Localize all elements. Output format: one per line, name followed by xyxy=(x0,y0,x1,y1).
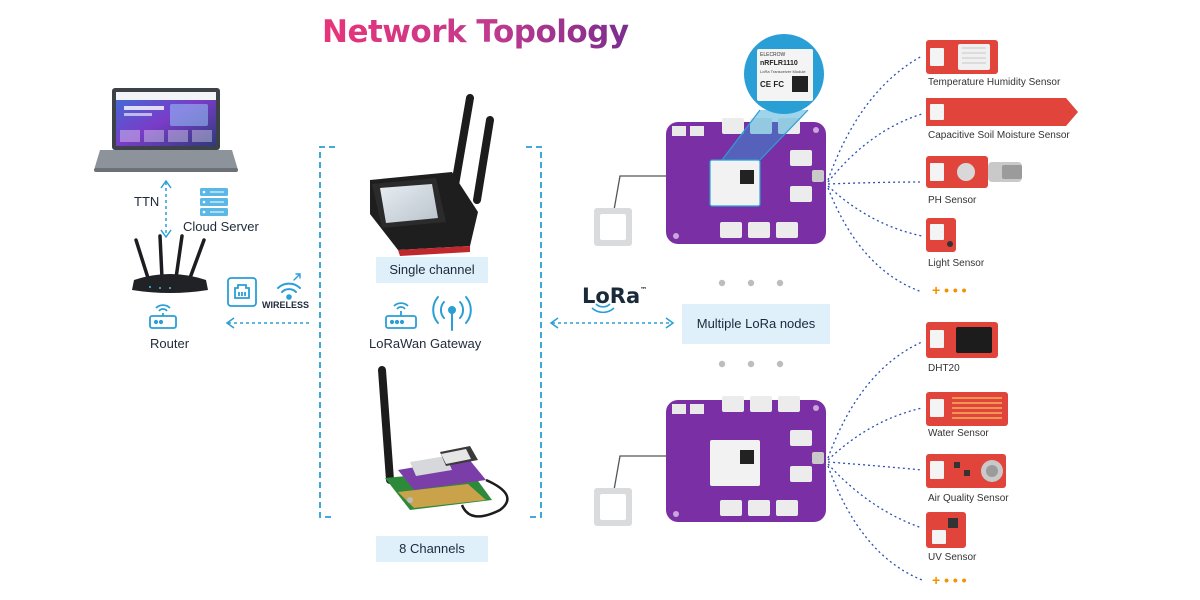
lora-link xyxy=(549,317,675,329)
ethernet-icon xyxy=(227,277,257,307)
sensor-label-top-2: Capacitive Soil Moisture Sensor xyxy=(928,130,1070,141)
temperature-humidity-sensor-icon xyxy=(926,40,998,74)
sensor-label-top-1: Temperature Humidity Sensor xyxy=(928,77,1061,88)
router-icon xyxy=(132,234,208,293)
wireless-icon xyxy=(277,273,301,300)
water-sensor-icon xyxy=(926,392,1008,426)
light-sensor-icon xyxy=(926,218,956,252)
wireless-label: WIRELESS xyxy=(262,300,310,310)
node-board-bottom xyxy=(594,396,826,526)
ttn-link xyxy=(160,179,172,239)
sensor-links-top xyxy=(827,55,923,293)
air-quality-sensor-icon xyxy=(926,454,1006,488)
node-dots xyxy=(718,279,784,368)
gateway-bracket xyxy=(319,146,542,518)
lora-logo-text: LoRa xyxy=(582,284,641,308)
lora-logo: LoRa™ xyxy=(582,284,647,308)
single-channel-gateway-device xyxy=(370,94,494,256)
router-small-icon xyxy=(149,304,177,329)
more-sensors-top: + • • • xyxy=(932,282,967,298)
sensor-label-top-3: PH Sensor xyxy=(928,195,977,206)
laptop-icon xyxy=(94,88,238,172)
dht20-sensor-icon xyxy=(926,322,998,358)
eight-channel-gateway-device xyxy=(378,366,509,518)
multiple-lora-nodes-label: Multiple LoRa nodes xyxy=(682,304,830,344)
soil-moisture-sensor-icon xyxy=(926,98,1078,126)
ph-sensor-icon xyxy=(926,156,1022,188)
module-marks: CE FC xyxy=(760,80,784,89)
single-channel-label: Single channel xyxy=(376,257,488,283)
sensor-links-bottom xyxy=(827,341,923,581)
cloud-server-icon xyxy=(200,188,228,216)
sensor-label-bottom-3: Air Quality Sensor xyxy=(928,493,1009,504)
sensor-label-bottom-1: DHT20 xyxy=(928,363,960,374)
module-zoom-callout xyxy=(721,34,824,161)
more-sensors-bottom: + • • • xyxy=(932,572,967,588)
node-board-top xyxy=(594,118,826,246)
module-model: nRFLR1110 xyxy=(760,60,798,67)
sensor-label-top-4: Light Sensor xyxy=(928,258,985,269)
gateway-antenna-icon xyxy=(432,296,472,331)
lora-trademark: ™ xyxy=(640,286,648,294)
router-label: Router xyxy=(150,336,190,351)
gateway-router-icon xyxy=(385,302,417,329)
eight-channels-label: 8 Channels xyxy=(376,536,488,562)
module-brand: ELECROW xyxy=(760,52,786,58)
module-subtitle: LoRa Transceiver Module xyxy=(760,69,806,74)
sensor-label-bottom-2: Water Sensor xyxy=(928,428,989,439)
ttn-label: TTN xyxy=(134,194,160,209)
lora-signal-icon xyxy=(591,303,615,314)
router-gateway-link xyxy=(225,317,310,329)
lorawan-gateway-label: LoRaWan Gateway xyxy=(369,336,482,351)
uv-sensor-icon xyxy=(926,512,966,548)
sensor-label-bottom-4: UV Sensor xyxy=(928,552,977,563)
page-title: Network Topology xyxy=(322,14,629,50)
cloud-server-label: Cloud Server xyxy=(183,219,259,234)
